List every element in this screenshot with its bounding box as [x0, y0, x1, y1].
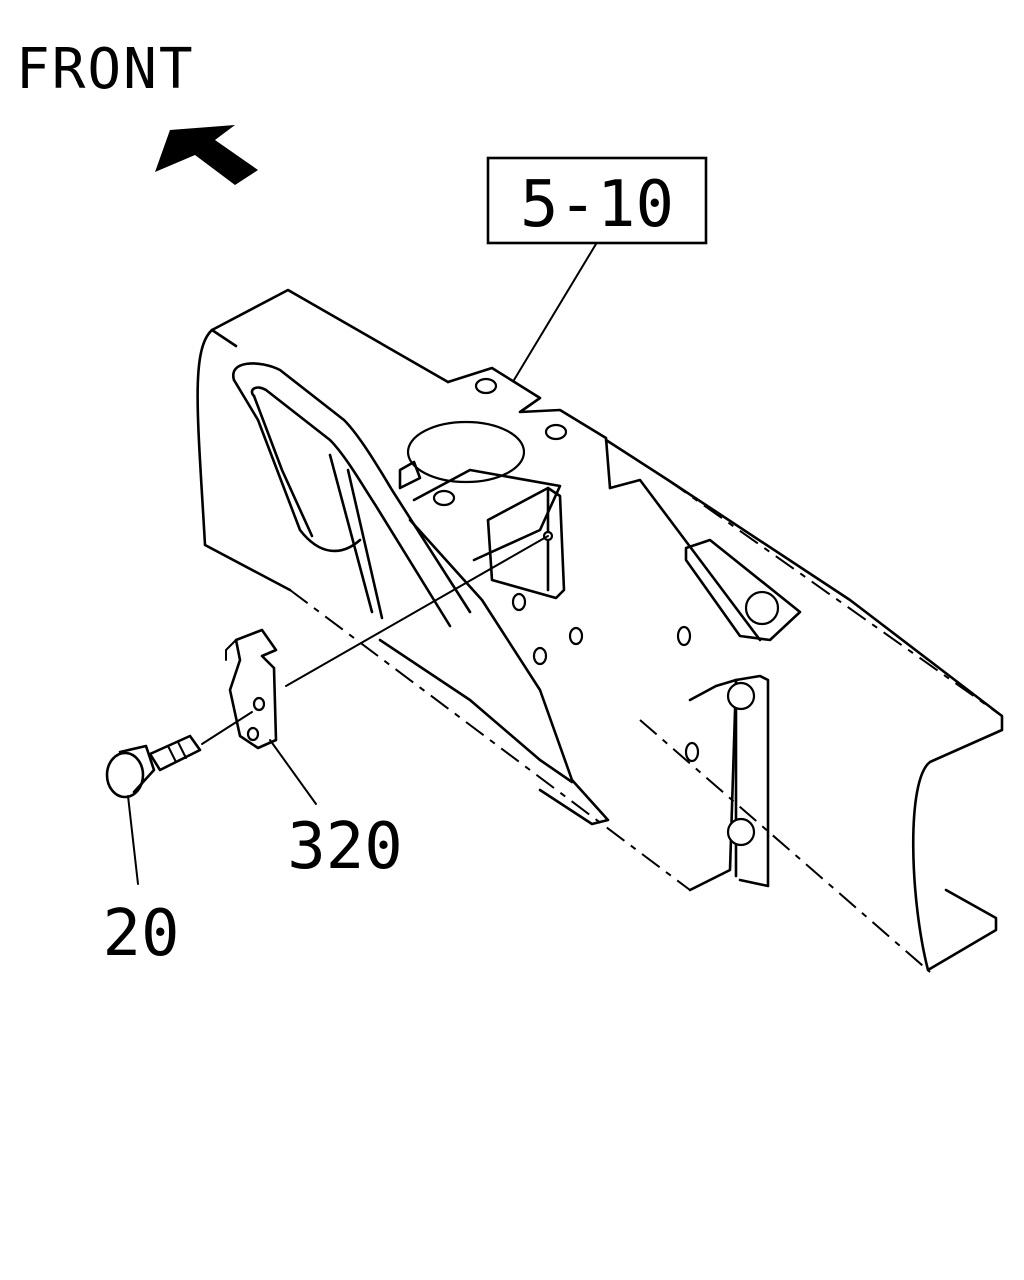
- bracket-callout[interactable]: 320: [287, 810, 403, 884]
- frame-assembly: [196, 288, 1004, 973]
- bolt-part[interactable]: [105, 734, 202, 799]
- front-label: FRONT: [16, 37, 195, 102]
- assembly-ref-callout[interactable]: 5-10: [486, 156, 708, 245]
- front-arrow-icon: [155, 125, 258, 185]
- assembly-ref-leader: [513, 243, 597, 381]
- bracket-install-line: [285, 535, 549, 687]
- bolt-callout[interactable]: 20: [102, 897, 179, 971]
- bracket-leader: [269, 739, 317, 805]
- bolt-install-line: [201, 711, 253, 745]
- bracket-part[interactable]: [225, 628, 278, 750]
- assembly-ref-label: 5-10: [520, 168, 674, 242]
- assembly-ref-box: [486, 156, 708, 245]
- bolt-leader: [127, 795, 139, 885]
